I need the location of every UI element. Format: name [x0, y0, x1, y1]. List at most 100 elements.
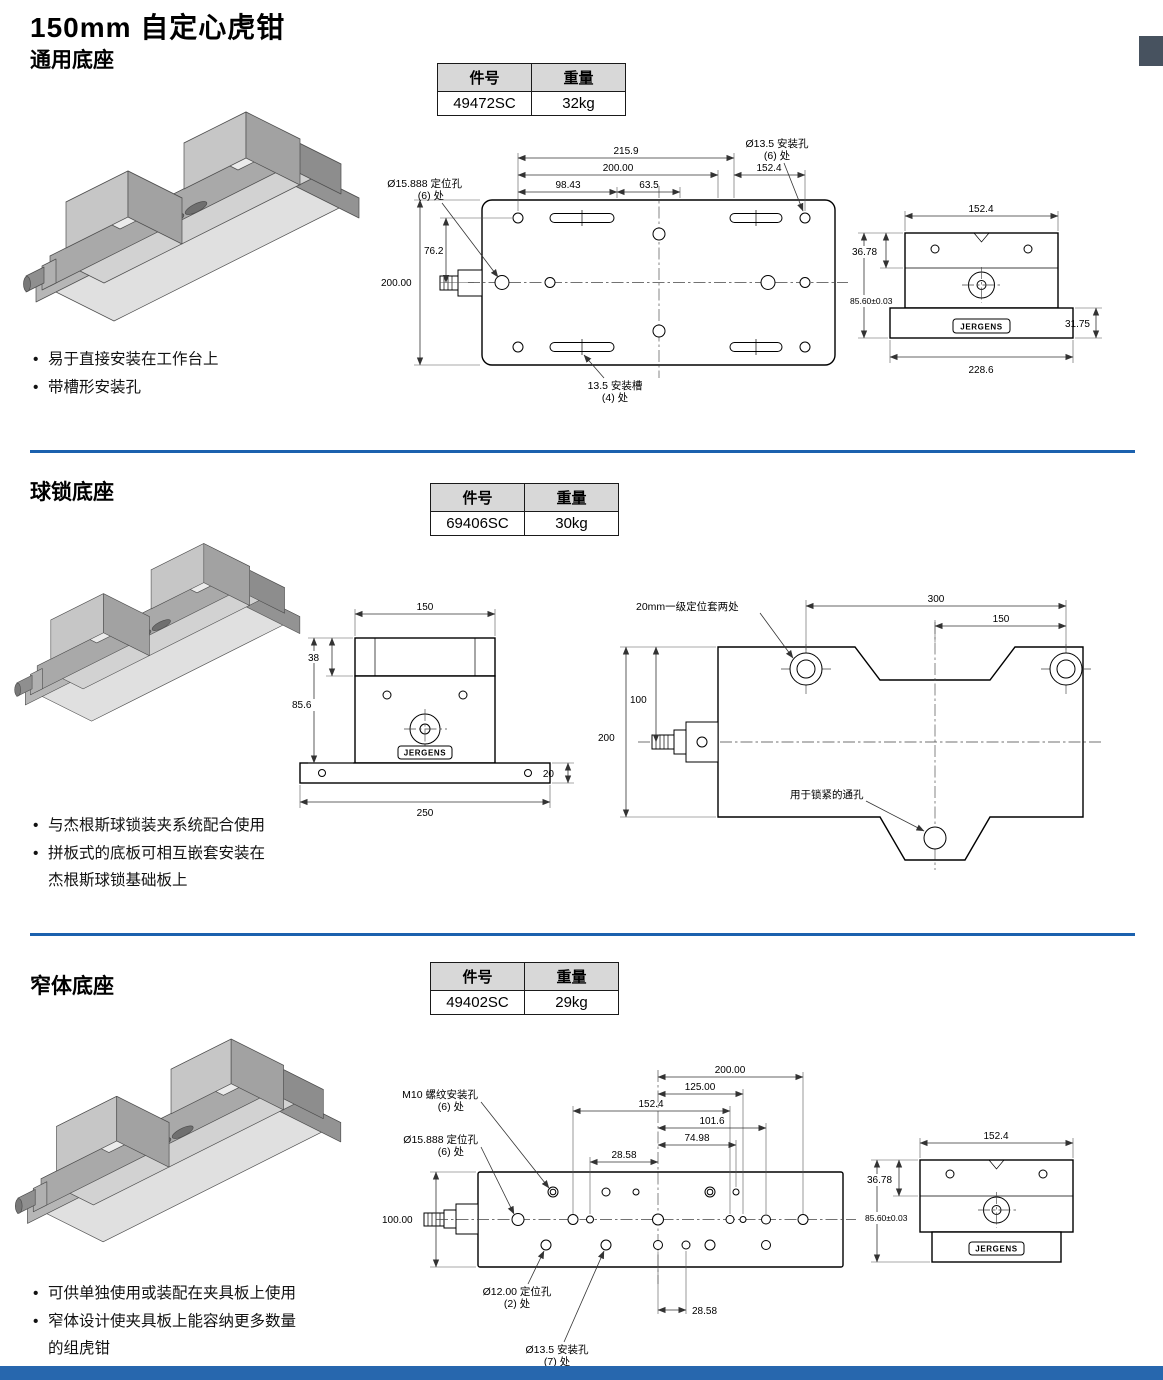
dimension-lines [620, 600, 1067, 832]
callout-m10-qty: (6) 处 [438, 1101, 465, 1113]
dimension-labels: 200.00 125.00 152.4 101.6 74.98 28.58 10… [382, 1065, 746, 1368]
dim-label: 200.00 [715, 1065, 746, 1076]
dim-label: 28.58 [692, 1306, 717, 1317]
section-title-narrow: 窄体底座 [30, 975, 114, 998]
part-outline [638, 622, 1103, 870]
isometric-view-universal [23, 111, 360, 322]
feature-item: 可供单独使用或装配在夹具板上使用 [30, 1280, 305, 1308]
dim-label: 85.60±0.03 [865, 1213, 908, 1223]
page-corner-tab [1139, 36, 1163, 66]
part-outline [919, 1159, 1074, 1263]
feature-item: 带槽形安装孔 [30, 374, 360, 402]
dim-label: 152.4 [968, 204, 993, 215]
top-view-ball-lock: 300 150 100 200 20mm一级定位套两处 用于锁紧的通孔 [598, 594, 1103, 870]
feature-list-ball-lock: 与杰根斯球锁装夹系统配合使用 拼板式的底板可相互嵌套安装在杰根斯球锁基础板上 [30, 812, 270, 895]
dim-label: 150 [993, 614, 1010, 625]
callout-d12-qty: (2) 处 [504, 1298, 531, 1310]
feature-list-universal: 易于直接安装在工作台上 带槽形安装孔 [30, 346, 360, 401]
dim-label: 85.60±0.03 [850, 296, 893, 306]
part-number: 49472SC [437, 91, 532, 116]
brand-label: JERGENS [960, 323, 1002, 332]
callout-locating-qty: (6) 处 [418, 190, 445, 202]
side-view-universal: 152.4 36.78 85.60±0.03 31.75 228.6 JERGE… [850, 204, 1102, 376]
part-outline [439, 186, 848, 378]
part-number: 49402SC [430, 990, 525, 1015]
dim-label: 200.00 [603, 163, 634, 174]
callout-slot-qty: (4) 处 [602, 392, 629, 404]
dimension-labels: 215.9 200.00 152.4 98.43 63.5 200.00 76.… [381, 137, 809, 404]
brand-label: JERGENS [404, 749, 446, 758]
callout-mount-qty: (6) 处 [764, 150, 791, 162]
dimension-labels: 152.4 36.78 85.60±0.03 31.75 228.6 JERGE… [850, 204, 1090, 376]
dim-label: 228.6 [968, 365, 993, 376]
dim-label: 36.78 [852, 247, 877, 258]
dim-label: 63.5 [639, 180, 659, 191]
callout-mount-slots: 13.5 安装槽 [588, 379, 643, 392]
spec-table-narrow: 件号 重量 49402SC 29kg [430, 962, 619, 1015]
brand-label: JERGENS [975, 1245, 1017, 1254]
section-title-ball-lock: 球锁底座 [30, 481, 114, 504]
dim-label: 100 [630, 695, 647, 706]
part-outline [299, 637, 551, 784]
dim-label: 152.4 [983, 1131, 1008, 1142]
dim-label: 36.78 [867, 1175, 892, 1186]
feature-item: 易于直接安装在工作台上 [30, 346, 360, 374]
dim-label: 125.00 [685, 1082, 716, 1093]
callout-d135-qty: (7) 处 [544, 1356, 571, 1368]
column-header-part: 件号 [437, 63, 532, 92]
dim-label: 28.58 [611, 1150, 636, 1161]
isometric-view-ball-lock [14, 543, 301, 722]
part-outline [889, 232, 1074, 339]
column-header-weight: 重量 [531, 63, 626, 92]
dim-label: 152.4 [756, 163, 781, 174]
column-header-weight: 重量 [524, 962, 619, 991]
dim-label: 31.75 [1065, 319, 1090, 330]
callout-locating-qty: (6) 处 [438, 1146, 465, 1158]
dim-label: 152.4 [638, 1099, 663, 1110]
section-divider [30, 450, 1135, 453]
dimension-lines [430, 1072, 804, 1343]
spec-table-universal: 件号 重量 49472SC 32kg [437, 63, 626, 116]
callout-locating-holes: Ø15.888 定位孔 [403, 1133, 478, 1146]
column-header-weight: 重量 [524, 483, 619, 512]
front-view-ball-lock: 150 38 85.6 20 250 JERGENS [292, 602, 574, 819]
dim-label: 200.00 [381, 278, 412, 289]
section-divider [30, 933, 1135, 936]
dim-label: 98.43 [555, 180, 580, 191]
dim-label: 20 [543, 769, 555, 780]
dim-label: 100.00 [382, 1215, 413, 1226]
isometric-view-narrow [14, 1038, 342, 1243]
callout-locking-hole: 用于锁紧的通孔 [790, 788, 864, 801]
callout-locating-bushings: 20mm一级定位套两处 [636, 600, 739, 613]
weight-value: 29kg [524, 990, 619, 1015]
callout-d135-holes: Ø13.5 安装孔 [525, 1343, 589, 1356]
dim-label: 76.2 [424, 246, 444, 257]
dim-label: 300 [928, 594, 945, 605]
page-title: 150mm 自定心虎钳 [30, 12, 286, 43]
callout-m10-holes: M10 螺纹安装孔 [402, 1088, 478, 1101]
spec-table-ball-lock: 件号 重量 69406SC 30kg [430, 483, 619, 536]
weight-value: 30kg [524, 511, 619, 536]
feature-list-narrow: 可供单独使用或装配在夹具板上使用 窄体设计使夹具板上能容纳更多数量的组虎钳 [30, 1280, 305, 1363]
dimension-labels: 150 38 85.6 20 250 JERGENS [292, 602, 554, 819]
top-view-narrow: 200.00 125.00 152.4 101.6 74.98 28.58 10… [382, 1065, 856, 1368]
callout-locating-holes: Ø15.888 定位孔 [387, 177, 462, 190]
dimension-lines [414, 153, 806, 379]
dim-label: 200 [598, 733, 615, 744]
feature-item: 与杰根斯球锁装夹系统配合使用 [30, 812, 270, 840]
callout-d12-holes: Ø12.00 定位孔 [483, 1285, 552, 1298]
dimension-labels: 300 150 100 200 20mm一级定位套两处 用于锁紧的通孔 [598, 594, 1010, 801]
part-number: 69406SC [430, 511, 525, 536]
side-view-narrow: 152.4 36.78 85.60±0.03 JERGENS [865, 1131, 1074, 1263]
column-header-part: 件号 [430, 962, 525, 991]
dimension-labels: 152.4 36.78 85.60±0.03 JERGENS [865, 1131, 1017, 1254]
dim-label: 85.6 [292, 700, 312, 711]
dim-label: 38 [308, 653, 320, 664]
page-footer-bar [0, 1366, 1163, 1380]
column-header-part: 件号 [430, 483, 525, 512]
dim-label: 250 [417, 808, 434, 819]
dim-label: 101.6 [699, 1116, 724, 1127]
top-view-universal: 215.9 200.00 152.4 98.43 63.5 200.00 76.… [381, 137, 848, 404]
callout-mount-holes: Ø13.5 安装孔 [745, 137, 809, 150]
